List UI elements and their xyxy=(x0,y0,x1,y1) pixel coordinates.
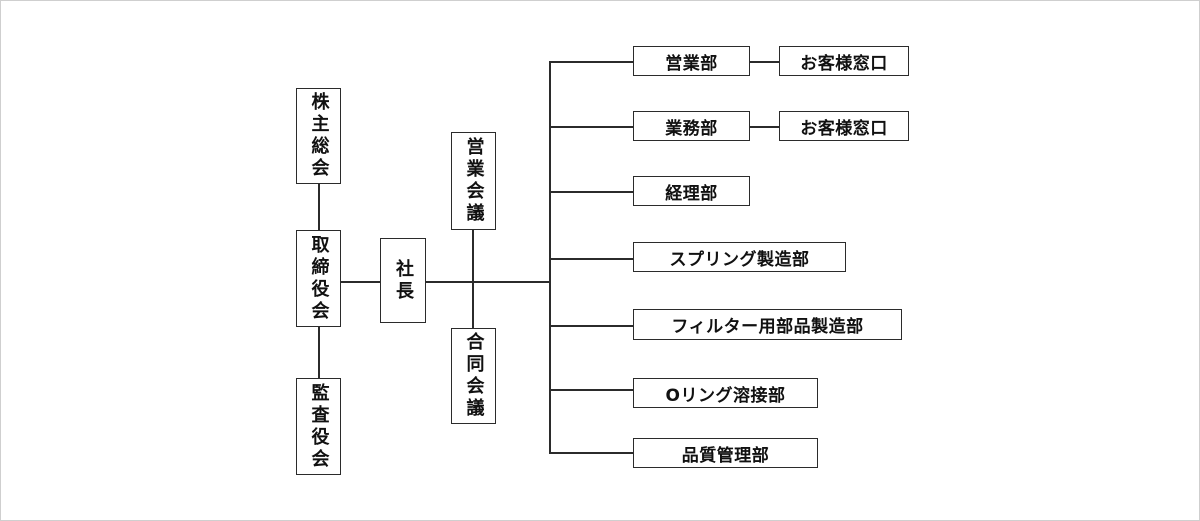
department-label: スプリング製造部 xyxy=(669,249,810,270)
connector-dept-2 xyxy=(549,126,633,128)
customer-window-label: お客様窓口 xyxy=(800,118,888,139)
joint-meeting-box: 合同会議 xyxy=(451,328,496,424)
department-label: Oリング溶接部 xyxy=(665,385,786,406)
auditors-box: 監査役会 xyxy=(296,378,341,475)
department-box-spring-manufacturing: スプリング製造部 xyxy=(633,242,846,272)
sales-meeting-label: 営業会議 xyxy=(463,137,485,225)
connector-board-auditors xyxy=(318,327,320,378)
connector-sales-window xyxy=(749,61,779,63)
shareholders-meeting-box: 株主総会 xyxy=(296,88,341,184)
auditors-label: 監査役会 xyxy=(308,382,330,471)
department-box-oring-welding: Oリング溶接部 xyxy=(633,378,818,408)
connector-president-trunk xyxy=(425,281,550,283)
connector-shareholders-board xyxy=(318,184,320,230)
customer-window-box-operations: お客様窓口 xyxy=(779,111,909,141)
department-label: 経理部 xyxy=(665,183,718,204)
department-box-accounting: 経理部 xyxy=(633,176,750,206)
customer-window-box-sales: お客様窓口 xyxy=(779,46,909,76)
joint-meeting-label: 合同会議 xyxy=(463,332,485,420)
department-label: フィルター用部品製造部 xyxy=(671,317,864,337)
connector-meetings-vertical xyxy=(472,230,474,328)
connector-dept-4 xyxy=(549,258,633,260)
board-of-directors-box: 取締役会 xyxy=(296,230,341,327)
connector-main-trunk xyxy=(549,61,551,453)
customer-window-label: お客様窓口 xyxy=(800,53,888,74)
department-label: 営業部 xyxy=(665,53,718,74)
department-label: 品質管理部 xyxy=(681,445,770,466)
connector-ops-window xyxy=(749,126,779,128)
board-of-directors-label: 取締役会 xyxy=(308,234,330,323)
department-box-filter-parts-manufacturing: フィルター用部品製造部 xyxy=(633,309,902,340)
department-box-operations: 業務部 xyxy=(633,111,750,141)
department-box-quality-control: 品質管理部 xyxy=(633,438,818,468)
president-label: 社長 xyxy=(393,258,414,303)
connector-dept-7 xyxy=(549,452,633,454)
shareholders-meeting-label: 株主総会 xyxy=(308,92,330,180)
connector-board-president xyxy=(340,281,380,283)
sales-meeting-box: 営業会議 xyxy=(451,132,496,230)
connector-dept-3 xyxy=(549,191,633,193)
president-box: 社長 xyxy=(380,238,426,323)
department-box-sales: 営業部 xyxy=(633,46,750,76)
connector-dept-1 xyxy=(549,61,633,63)
connector-dept-6 xyxy=(549,389,633,391)
connector-dept-5 xyxy=(549,325,633,327)
department-label: 業務部 xyxy=(665,118,718,139)
